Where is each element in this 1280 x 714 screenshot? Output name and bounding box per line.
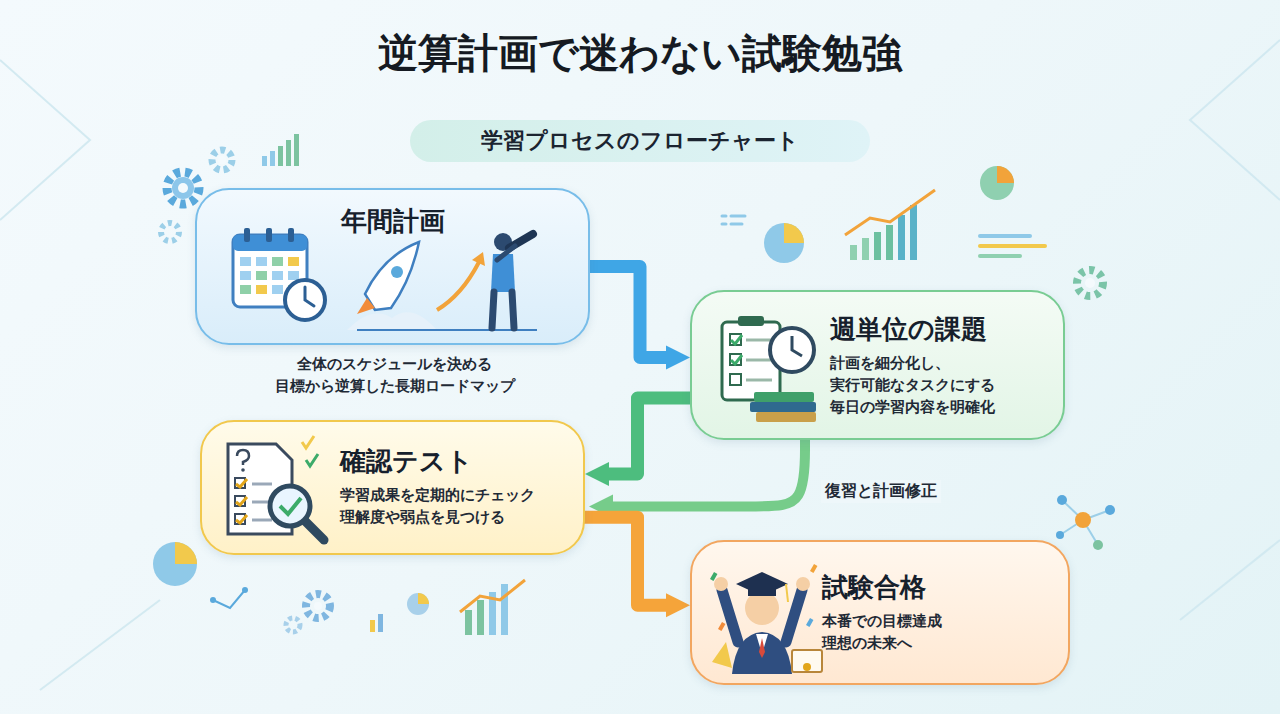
edge-label: 復習と計画修正 [821, 480, 941, 503]
box-heading: 試験合格 [822, 570, 1054, 604]
box-description: 学習成果を定期的にチェック 理解度や弱点を見つける [340, 484, 545, 528]
subtitle-text: 学習プロセスのフローチャート [430, 121, 850, 161]
flow-arrow [588, 267, 666, 358]
flow-arrow [609, 398, 692, 474]
box-description: 計画を細分化し、実行可能なタスクにする 毎日の学習内容を明確化 [830, 352, 1045, 418]
page-title: 逆算計画で迷わない試験勉強 [0, 26, 1280, 81]
process-box: 確認テスト学習成果を定期的にチェック 理解度や弱点を見つける [200, 420, 585, 555]
box-description: 全体のスケジュールを決める 目標から逆算した長期ロードマップ [257, 353, 532, 397]
subtitle-pill: 学習プロセスのフローチャート [410, 120, 870, 162]
box-heading: 年間計画 [217, 204, 568, 238]
box-description: 本番での目標達成 理想の未来へ [822, 610, 1022, 654]
list-line-decor [722, 216, 1045, 256]
network-decor [1056, 495, 1115, 550]
box-heading: 週単位の課題 [830, 312, 1049, 346]
flow-arrow [613, 438, 805, 506]
flow-arrow [583, 517, 666, 605]
process-box: 年間計画全体のスケジュールを決める 目標から逆算した長期ロードマップ [195, 188, 590, 345]
box-heading: 確認テスト [340, 444, 569, 478]
process-box: 週単位の課題計画を細分化し、実行可能なタスクにする 毎日の学習内容を明確化 [690, 290, 1065, 440]
goal-box: 試験合格本番での目標達成 理想の未来へ [690, 540, 1070, 685]
